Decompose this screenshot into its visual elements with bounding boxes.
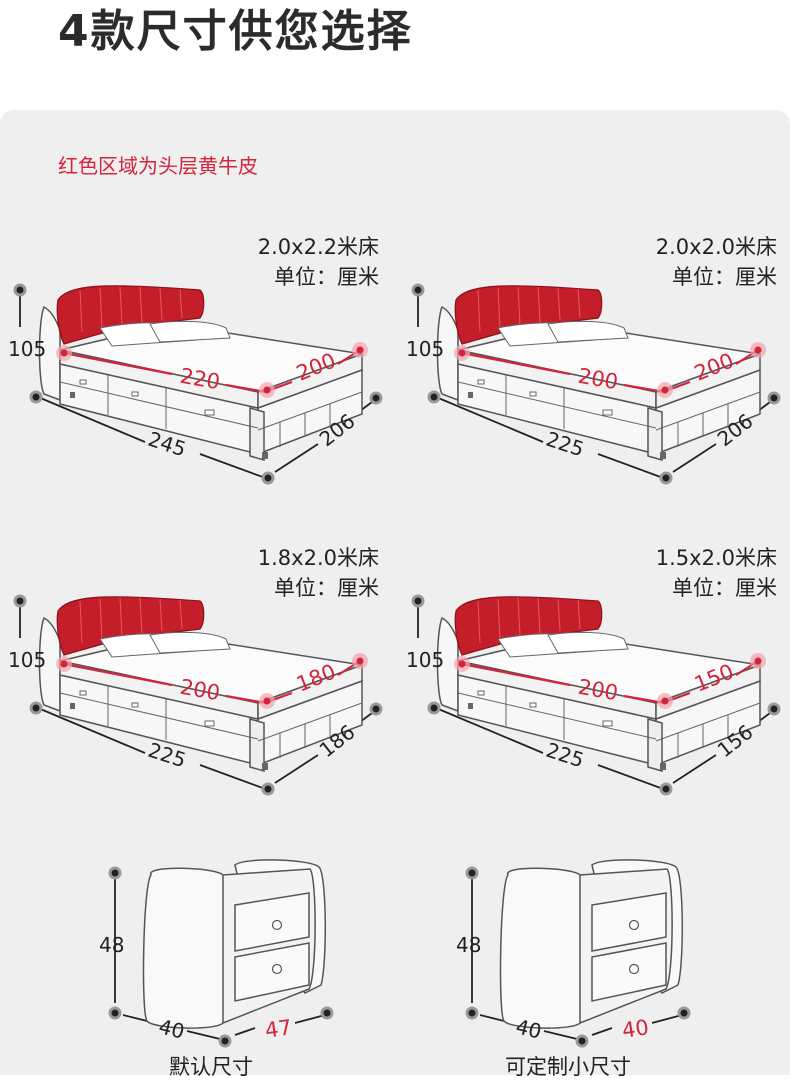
nightstand-width-dim: 47 (263, 1015, 294, 1043)
bed-outline (13, 594, 383, 796)
nightstand-default: 48 40 47 默认尺寸 (95, 845, 490, 1079)
bed-size-label: 2.0x2.2米床 单位：厘米 (258, 232, 379, 292)
nightstand-caption: 默认尺寸 (169, 1055, 253, 1079)
page-title: 4款尺寸供您选择 (58, 6, 413, 57)
bed-diagram-2.0x2.0: 2.0x2.0米床 单位：厘米 105 200 200 225 206 (398, 232, 790, 532)
unit-label: 单位：厘米 (274, 265, 379, 289)
unit-label: 单位：厘米 (672, 265, 777, 289)
bed-name: 2.0x2.2米床 (257, 235, 379, 259)
leather-note: 红色区域为头层黄牛皮 (58, 154, 258, 178)
nightstand-outline (465, 859, 691, 1048)
bed-diagram-1.8x2.0: 1.8x2.0米床 单位：厘米 105 200 180 225 186 (0, 543, 395, 843)
nightstand-width-dim: 40 (620, 1015, 651, 1043)
bed-name: 1.5x2.0米床 (655, 546, 777, 570)
unit-label: 单位：厘米 (274, 576, 379, 600)
nightstand-outline (108, 859, 334, 1048)
nightstand-height-dim: 48 (456, 933, 482, 957)
bed-name: 2.0x2.0米床 (655, 235, 777, 259)
bed-outline (13, 283, 383, 485)
bed-name: 1.8x2.0米床 (257, 546, 379, 570)
nightstand-height-dim: 48 (99, 933, 125, 957)
height-dim: 105 (406, 648, 445, 672)
headboard-leather (454, 596, 603, 656)
bed-diagram-1.5x2.0: 1.5x2.0米床 单位：厘米 105 200 150 225 156 (398, 543, 790, 843)
nightstand-caption: 可定制小尺寸 (505, 1055, 631, 1079)
headboard-leather (454, 285, 603, 345)
bed-size-label: 2.0x2.0米床 单位：厘米 (656, 232, 777, 292)
height-dim: 105 (406, 337, 445, 361)
bed-size-label: 1.8x2.0米床 单位：厘米 (258, 543, 379, 603)
bed-size-label: 1.5x2.0米床 单位：厘米 (656, 543, 777, 603)
bed-outline (411, 594, 781, 796)
headboard-leather (56, 596, 205, 656)
height-dim: 105 (8, 337, 47, 361)
headboard-leather (56, 285, 205, 345)
nightstand-small: 48 40 40 可定制小尺寸 (452, 845, 790, 1079)
bed-diagram-2.0x2.2: 2.0x2.2米床 单位：厘米 105 220 200 245 206 (0, 232, 395, 532)
unit-label: 单位：厘米 (672, 576, 777, 600)
bed-outline (411, 283, 781, 485)
height-dim: 105 (8, 648, 47, 672)
